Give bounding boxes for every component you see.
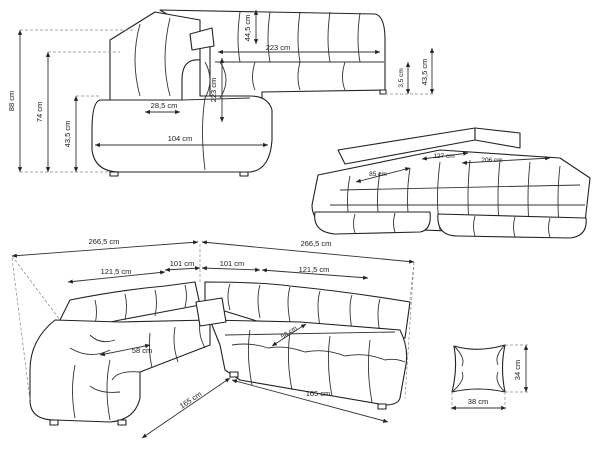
- side-length-label: 223 cm: [266, 43, 291, 52]
- perspective-sleep-view: [311, 127, 591, 239]
- left-seat-depth-label: 58 cm: [132, 346, 152, 355]
- front-back-height-label: 223 cm: [209, 78, 218, 103]
- back-height-label: 44,5 cm: [243, 15, 252, 42]
- left-section-label: 121,5 cm: [101, 267, 132, 276]
- top-seat-length-label: 206 cm: [481, 157, 502, 164]
- right-corner-label: 101 cm: [220, 259, 245, 268]
- leg-height-label: 3,5 cm: [398, 68, 405, 88]
- left-total-label: 266,5 cm: [89, 237, 120, 246]
- armrest-width-label: 28,5 cm: [151, 101, 178, 110]
- side-seat-height-label: 43,5 cm: [420, 59, 429, 86]
- right-section-label: 121,5 cm: [299, 265, 330, 274]
- right-bottom-label: 165 cm: [306, 389, 331, 398]
- right-total-label: 266,5 cm: [301, 239, 332, 248]
- left-corner-label: 101 cm: [170, 259, 195, 268]
- side-dimensions: 44,5 cm 223 cm 3,5 cm 43,5 cm: [218, 9, 435, 95]
- pillow-diagram: 34 cm 38 cm: [451, 344, 529, 411]
- perspective-dimensions: 127 cm 206 cm 85 cm: [355, 151, 551, 183]
- pillow-height-label: 34 cm: [513, 360, 522, 380]
- seat-height-label: 74 cm: [35, 102, 44, 122]
- top-seat-depth-label: 85 cm: [369, 171, 387, 178]
- top-seat-width-label: 127 cm: [433, 153, 454, 160]
- front-view-dimensions: 88 cm 74 cm 43,5 cm 28,5 cm 104 cm 223 c…: [7, 29, 268, 173]
- left-bottom-label: 165 cm: [178, 389, 203, 410]
- total-height-label: 88 cm: [7, 91, 16, 111]
- depth-label: 104 cm: [168, 134, 193, 143]
- pillow-width-label: 38 cm: [468, 397, 488, 406]
- corner-sofa: [29, 281, 411, 426]
- seat-level-label: 43,5 cm: [63, 121, 72, 148]
